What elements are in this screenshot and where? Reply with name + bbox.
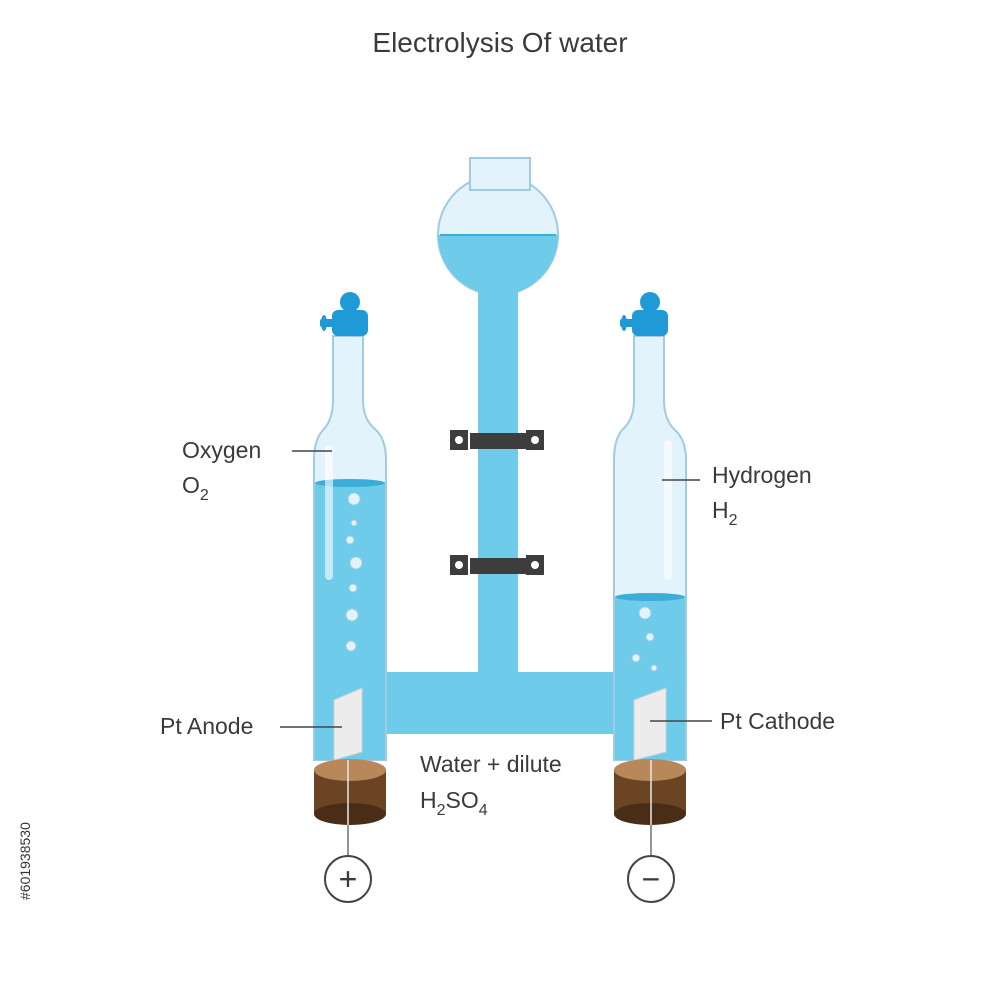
oxygen-bubbles	[345, 492, 363, 652]
oxygen-formula: O2	[182, 472, 209, 504]
diagram-title: Electrolysis Of water	[372, 27, 627, 58]
clamp-icon	[450, 430, 544, 450]
left-rubber-stopper	[314, 759, 386, 825]
reservoir-assembly	[437, 157, 559, 688]
pt-cathode-plate	[633, 687, 667, 761]
bubble-icon	[349, 556, 363, 570]
bubble-icon	[348, 583, 358, 593]
stopcock-icon	[620, 292, 668, 336]
hydrogen-tube	[613, 292, 687, 761]
hydrogen-label: Hydrogen	[712, 462, 812, 488]
negative-terminal-sign: −	[642, 861, 661, 897]
plus-icon: +	[324, 855, 372, 903]
connecting-tube	[386, 672, 614, 734]
minus-icon: −	[627, 855, 675, 903]
bubble-icon	[631, 653, 641, 663]
reservoir-neck	[469, 157, 531, 191]
bubble-icon	[350, 519, 358, 527]
stopcock-icon	[320, 292, 368, 336]
hydrogen-formula: H2	[712, 497, 738, 529]
bubble-icon	[347, 492, 361, 506]
bubble-icon	[645, 632, 655, 642]
clamp-icon	[450, 555, 544, 575]
electrolyte-formula: H2SO4	[420, 787, 488, 819]
electrolyte-label: Water + dilute	[420, 751, 562, 777]
cathode-label: Pt Cathode	[720, 708, 835, 734]
bubble-icon	[345, 608, 359, 622]
reservoir-stem	[478, 288, 518, 688]
hydrogen-water-surface	[615, 593, 685, 601]
reservoir-water	[438, 235, 558, 295]
anode-label: Pt Anode	[160, 713, 253, 739]
bubble-icon	[345, 640, 357, 652]
oxygen-tube	[313, 292, 387, 761]
hydrogen-bubbles	[631, 606, 658, 672]
positive-terminal-sign: +	[339, 861, 358, 897]
bubble-icon	[650, 664, 658, 672]
bubble-icon	[638, 606, 652, 620]
oxygen-label: Oxygen	[182, 437, 261, 463]
pt-anode-plate	[333, 687, 363, 761]
bubble-icon	[345, 535, 355, 545]
right-rubber-stopper	[614, 759, 686, 825]
stock-id: #601938530	[17, 822, 33, 900]
